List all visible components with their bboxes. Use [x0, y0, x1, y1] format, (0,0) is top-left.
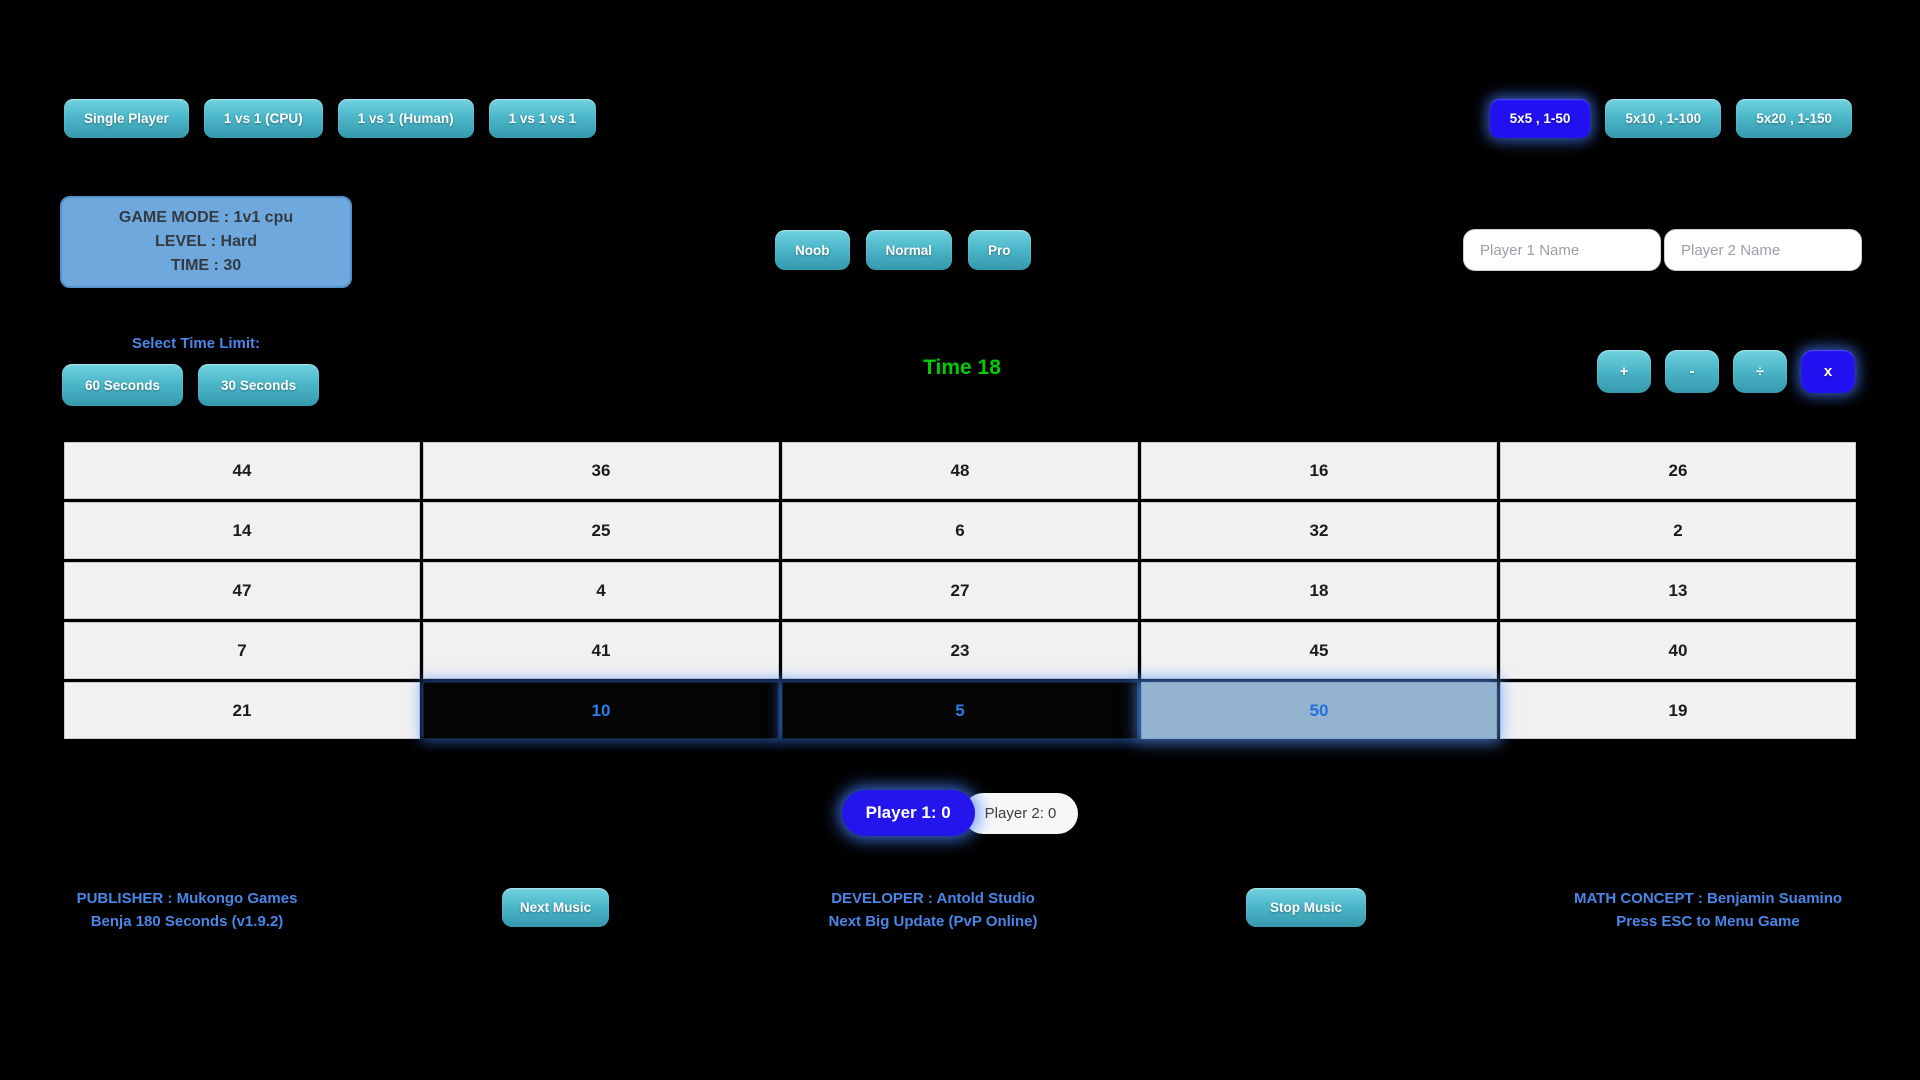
developer-line: DEVELOPER : Antold Studio	[831, 890, 1035, 907]
difficulty-button[interactable]: Pro	[968, 230, 1031, 270]
operation-button[interactable]: ÷	[1733, 350, 1787, 393]
math-concept-info: MATH CONCEPT : Benjamin Suamino Press ES…	[1548, 887, 1868, 933]
time-limit-button[interactable]: 30 Seconds	[198, 364, 320, 406]
game-mode-buttons: Single Player 1 vs 1 (CPU) 1 vs 1 (Human…	[64, 99, 597, 138]
time-text: TIME : 30	[170, 257, 242, 274]
game-mode-button[interactable]: 1 vs 1 (CPU)	[203, 99, 323, 138]
player1-score[interactable]: Player 1: 0	[841, 790, 975, 836]
grid-size-button[interactable]: 5x5 , 1-50	[1489, 99, 1591, 138]
player-name-inputs	[1463, 229, 1862, 271]
grid-size-buttons: 5x5 , 1-50 5x10 , 1-100 5x20 , 1-150	[1489, 99, 1852, 138]
number-grid: 44 36 48 16 26 14 25 6 32 2 47 4 27 18 1…	[64, 442, 1856, 739]
grid-cell[interactable]: 18	[1141, 562, 1497, 619]
operation-button[interactable]: +	[1597, 350, 1651, 393]
version-line: Benja 180 Seconds (v1.9.2)	[90, 913, 284, 930]
score-pills: Player 1: 0 Player 2: 0	[0, 790, 1920, 836]
grid-cell[interactable]: 36	[423, 442, 779, 499]
grid-cell[interactable]: 32	[1141, 502, 1497, 559]
grid-cell[interactable]: 16	[1141, 442, 1497, 499]
grid-cell[interactable]: 26	[1500, 442, 1856, 499]
grid-cell[interactable]: 44	[64, 442, 420, 499]
grid-cell[interactable]: 48	[782, 442, 1138, 499]
player2-score[interactable]: Player 2: 0	[962, 792, 1079, 834]
publisher-line: PUBLISHER : Mukongo Games	[76, 890, 298, 907]
grid-cell[interactable]: 21	[64, 682, 420, 739]
player1-name-input[interactable]	[1463, 229, 1661, 271]
grid-cell[interactable]: 45	[1141, 622, 1497, 679]
game-mode-text: GAME MODE : 1v1 cpu	[118, 209, 294, 226]
grid-cell[interactable]: 14	[64, 502, 420, 559]
grid-cell[interactable]: 40	[1500, 622, 1856, 679]
grid-cell[interactable]: 13	[1500, 562, 1856, 619]
difficulty-button[interactable]: Noob	[775, 230, 850, 270]
grid-cell[interactable]: 23	[782, 622, 1138, 679]
grid-cell[interactable]: 2	[1500, 502, 1856, 559]
grid-cell[interactable]: 19	[1500, 682, 1856, 739]
grid-cell[interactable]: 25	[423, 502, 779, 559]
level-text: LEVEL : Hard	[155, 233, 257, 250]
next-music-button[interactable]: Next Music	[502, 888, 609, 927]
grid-cell[interactable]: 27	[782, 562, 1138, 619]
grid-size-button[interactable]: 5x10 , 1-100	[1605, 99, 1722, 138]
grid-cell[interactable]: 4	[423, 562, 779, 619]
concept-line: MATH CONCEPT : Benjamin Suamino	[1573, 890, 1843, 907]
grid-cell[interactable]: 6	[782, 502, 1138, 559]
time-limit-label: Select Time Limit:	[131, 335, 261, 352]
difficulty-buttons: Noob Normal Pro	[775, 230, 1031, 270]
operation-buttons: + - ÷ x	[1597, 350, 1855, 393]
update-line: Next Big Update (PvP Online)	[828, 913, 1038, 930]
time-limit-buttons: 60 Seconds 30 Seconds	[62, 364, 320, 406]
publisher-info: PUBLISHER : Mukongo Games Benja 180 Seco…	[62, 887, 312, 933]
player2-name-input[interactable]	[1664, 229, 1862, 271]
developer-info: DEVELOPER : Antold Studio Next Big Updat…	[783, 887, 1083, 933]
operation-button[interactable]: x	[1801, 350, 1855, 393]
esc-hint-line: Press ESC to Menu Game	[1616, 913, 1800, 930]
difficulty-button[interactable]: Normal	[865, 230, 953, 270]
game-mode-button[interactable]: 1 vs 1 vs 1	[488, 99, 597, 138]
game-info-box: GAME MODE : 1v1 cpu LEVEL : Hard TIME : …	[60, 196, 352, 288]
stop-music-button[interactable]: Stop Music	[1246, 888, 1366, 927]
operation-button[interactable]: -	[1665, 350, 1719, 393]
grid-cell[interactable]: 41	[423, 622, 779, 679]
countdown-timer: Time 18	[923, 356, 1001, 379]
game-mode-button[interactable]: 1 vs 1 (Human)	[337, 99, 474, 138]
grid-size-button[interactable]: 5x20 , 1-150	[1736, 99, 1852, 138]
grid-cell[interactable]: 7	[64, 622, 420, 679]
grid-cell[interactable]: 50	[1141, 682, 1497, 739]
game-mode-button[interactable]: Single Player	[64, 99, 189, 138]
grid-cell[interactable]: 47	[64, 562, 420, 619]
grid-cell[interactable]: 5	[782, 682, 1138, 739]
grid-cell[interactable]: 10	[423, 682, 779, 739]
time-limit-button[interactable]: 60 Seconds	[62, 364, 184, 406]
